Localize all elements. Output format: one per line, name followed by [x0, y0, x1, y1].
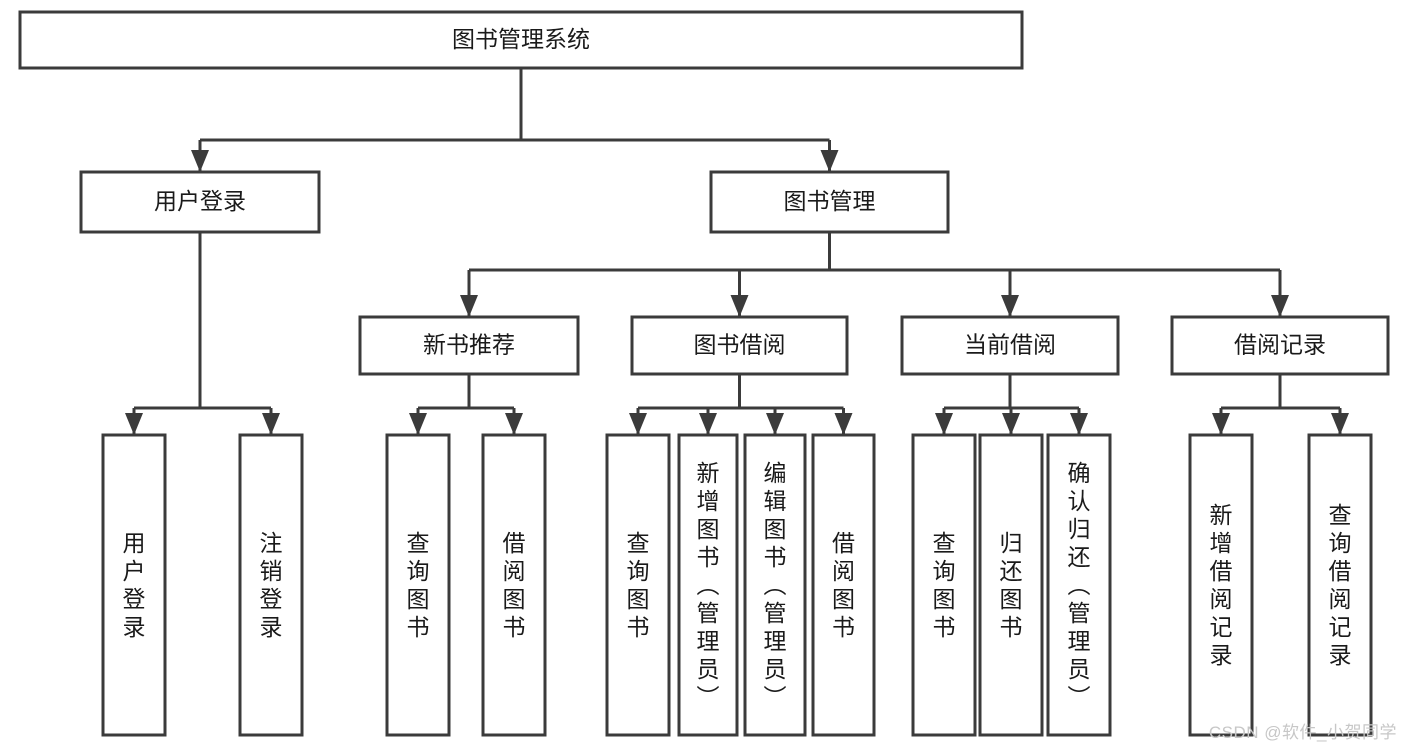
- node-recommend-borrow-book[interactable]: 借阅图书: [481, 433, 547, 737]
- node-label-records-add-record: 新增借阅记录: [1210, 502, 1233, 668]
- arrow-head-icon-book-management: [820, 150, 839, 172]
- arrow-head-icon-recommend-query-book: [409, 413, 427, 435]
- arrow-head-icon-current-confirm-return-admin: [1070, 413, 1088, 435]
- arrow-head-icon-book-borrow: [730, 295, 749, 317]
- node-label-current-confirm-return-admin: 确认归还︵管理员︶: [1068, 460, 1091, 710]
- node-current-return-book[interactable]: 归还图书: [978, 433, 1044, 737]
- arrow-head-icon-borrow-add-book-admin: [699, 413, 717, 435]
- node-label-user-login: 用户登录: [154, 188, 246, 214]
- arrow-head-icon-borrow-records: [1271, 295, 1289, 317]
- node-new-book-recommend[interactable]: 新书推荐: [358, 315, 580, 376]
- node-box-borrow-edit-book-admin: [743, 433, 807, 737]
- node-box-recommend-query-book: [385, 433, 451, 737]
- node-box-borrow-add-book-admin: [677, 433, 739, 737]
- node-label-recommend-borrow-book: 借阅图书: [503, 530, 526, 640]
- node-borrow-borrow-book[interactable]: 借阅图书: [811, 433, 876, 737]
- arrow-head-icon-user-login-action: [125, 413, 143, 435]
- node-box-borrow-borrow-book: [811, 433, 876, 737]
- node-box-logout-action: [238, 433, 304, 737]
- node-book-management[interactable]: 图书管理: [709, 170, 950, 234]
- node-root[interactable]: 图书管理系统: [18, 10, 1024, 70]
- node-label-borrow-add-book-admin: 新增图书︵管理员︶: [697, 460, 720, 710]
- node-recommend-query-book[interactable]: 查询图书: [385, 433, 451, 737]
- node-box-recommend-borrow-book: [481, 433, 547, 737]
- node-borrow-add-book-admin[interactable]: 新增图书︵管理员︶: [677, 433, 739, 737]
- node-label-borrow-query-book: 查询图书: [627, 530, 650, 640]
- node-label-book-management: 图书管理: [784, 188, 876, 214]
- node-box-user-login-action: [101, 433, 167, 737]
- node-box-current-query-book: [911, 433, 977, 737]
- node-label-book-borrow: 图书借阅: [694, 332, 786, 358]
- node-records-add-record[interactable]: 新增借阅记录: [1188, 433, 1254, 737]
- node-label-recommend-query-book: 查询图书: [407, 530, 430, 640]
- node-borrow-edit-book-admin[interactable]: 编辑图书︵管理员︶: [743, 433, 807, 737]
- node-label-current-return-book: 归还图书: [1000, 530, 1023, 640]
- node-current-borrow[interactable]: 当前借阅: [900, 315, 1120, 376]
- node-book-borrow[interactable]: 图书借阅: [630, 315, 849, 376]
- node-box-book-borrow: [630, 315, 849, 376]
- node-box-records-query-record: [1307, 433, 1373, 737]
- node-label-logout-action: 注销登录: [260, 530, 283, 640]
- node-box-current-return-book: [978, 433, 1044, 737]
- node-records-query-record[interactable]: 查询借阅记录: [1307, 433, 1373, 737]
- node-box-user-login: [79, 170, 321, 234]
- node-label-borrow-edit-book-admin: 编辑图书︵管理员︶: [764, 460, 787, 710]
- arrow-head-icon-current-return-book: [1002, 413, 1020, 435]
- node-box-root: [18, 10, 1024, 70]
- node-layer: 图书管理系统用户登录用户登录注销登录图书管理新书推荐查询图书借阅图书图书借阅查询…: [18, 10, 1390, 737]
- node-logout-action[interactable]: 注销登录: [238, 433, 304, 737]
- node-box-borrow-query-book: [605, 433, 671, 737]
- connector-layer: [125, 68, 1349, 435]
- node-label-current-query-book: 查询图书: [933, 530, 956, 640]
- node-label-records-query-record: 查询借阅记录: [1329, 502, 1352, 668]
- arrow-head-icon-recommend-borrow-book: [505, 413, 523, 435]
- node-box-book-management: [709, 170, 950, 234]
- node-user-login-action[interactable]: 用户登录: [101, 433, 167, 737]
- node-user-login[interactable]: 用户登录: [79, 170, 321, 234]
- node-box-borrow-records: [1170, 315, 1390, 376]
- node-current-confirm-return-admin[interactable]: 确认归还︵管理员︶: [1046, 433, 1112, 737]
- node-current-query-book[interactable]: 查询图书: [911, 433, 977, 737]
- arrow-head-icon-borrow-edit-book-admin: [766, 413, 784, 435]
- node-label-new-book-recommend: 新书推荐: [423, 332, 515, 358]
- arrow-head-icon-borrow-query-book: [629, 413, 647, 435]
- arrow-head-icon-records-query-record: [1331, 413, 1349, 435]
- node-label-current-borrow: 当前借阅: [964, 332, 1056, 358]
- node-label-root: 图书管理系统: [452, 26, 590, 52]
- arrow-head-icon-borrow-borrow-book: [834, 413, 853, 435]
- arrow-head-icon-current-borrow: [1001, 295, 1019, 317]
- arrow-head-icon-user-login: [191, 150, 209, 172]
- node-label-borrow-borrow-book: 借阅图书: [832, 530, 855, 640]
- node-box-records-add-record: [1188, 433, 1254, 737]
- node-borrow-query-book[interactable]: 查询图书: [605, 433, 671, 737]
- node-box-current-borrow: [900, 315, 1120, 376]
- csdn-watermark: CSDN @软件_小贺同学: [1208, 723, 1397, 742]
- node-label-user-login-action: 用户登录: [123, 530, 146, 640]
- node-box-current-confirm-return-admin: [1046, 433, 1112, 737]
- node-label-borrow-records: 借阅记录: [1234, 332, 1326, 358]
- arrow-head-icon-logout-action: [262, 413, 280, 435]
- node-box-new-book-recommend: [358, 315, 580, 376]
- arrow-head-icon-records-add-record: [1212, 413, 1230, 435]
- node-borrow-records[interactable]: 借阅记录: [1170, 315, 1390, 376]
- arrow-head-icon-current-query-book: [935, 413, 953, 435]
- arrow-head-icon-new-book-recommend: [460, 295, 478, 317]
